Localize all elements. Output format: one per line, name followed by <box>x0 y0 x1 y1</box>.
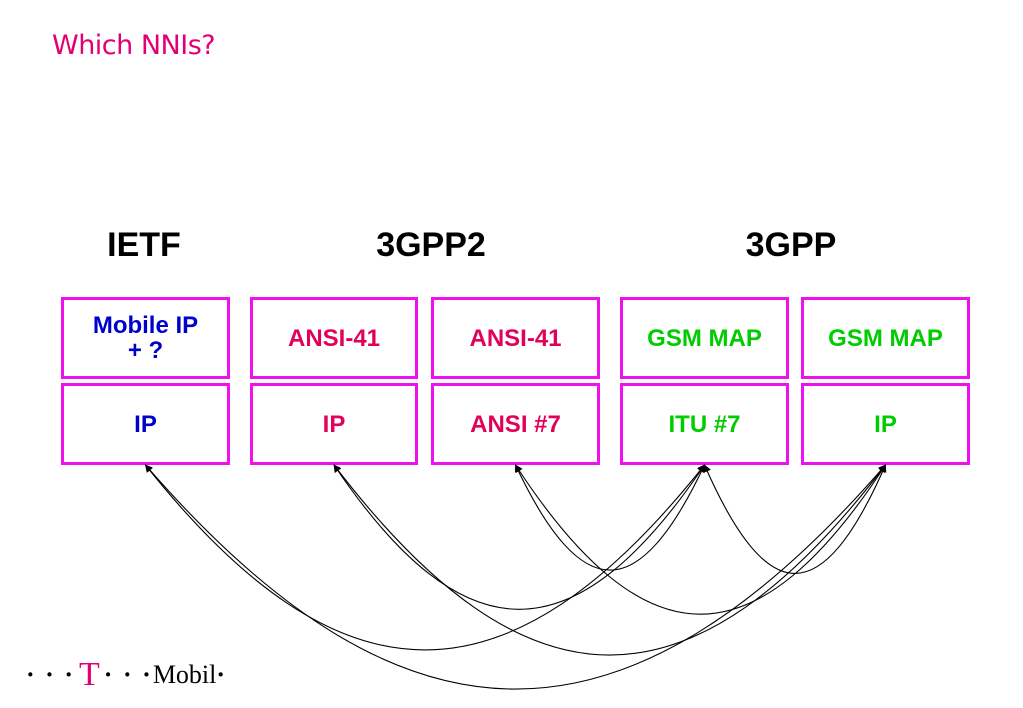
protocol-box-label: Mobile IP + ? <box>92 312 199 364</box>
transport-box-label: IP <box>322 410 346 438</box>
protocol-box-label: ANSI-41 <box>469 324 562 352</box>
group-label-3gpp: 3GPP <box>745 226 837 264</box>
connection-arrow <box>515 464 886 615</box>
transport-box-ip-3gpp2: IP <box>250 383 418 465</box>
connection-arrow <box>703 464 887 574</box>
connection-arrow <box>514 464 706 571</box>
protocol-box-ansi41-a: ANSI-41 <box>250 297 418 379</box>
transport-box-label: IP <box>874 410 897 438</box>
connection-arrow <box>144 464 887 690</box>
transport-box-itu7: ITU #7 <box>620 383 789 465</box>
transport-box-label: ANSI #7 <box>470 410 561 438</box>
logo-dot-end: · <box>216 660 228 689</box>
slide-title: Which NNIs? <box>52 30 216 61</box>
transport-box-ip-ietf: IP <box>61 383 230 465</box>
group-label-ietf: IETF <box>107 226 181 264</box>
protocol-box-gsm-map-a: GSM MAP <box>620 297 789 379</box>
transport-box-ip-3gpp: IP <box>801 383 970 465</box>
group-label-3gpp2: 3GPP2 <box>376 226 486 264</box>
connection-arrow <box>333 464 886 656</box>
protocol-box-ansi41-b: ANSI-41 <box>431 297 600 379</box>
logo-dots-mid: · · · <box>103 660 153 689</box>
connection-arrow <box>333 464 705 610</box>
protocol-box-label: GSM MAP <box>828 324 943 352</box>
connection-arrow <box>145 464 705 651</box>
protocol-box-mobile-ip: Mobile IP + ? <box>61 297 230 379</box>
logo-wordmark: Mobil <box>152 660 217 689</box>
transport-box-label: ITU #7 <box>668 410 741 438</box>
logo-t-letter: T <box>79 656 100 693</box>
transport-box-label: IP <box>134 410 157 438</box>
transport-box-ansi7: ANSI #7 <box>431 383 600 465</box>
protocol-box-label: GSM MAP <box>647 324 762 352</box>
t-mobile-logo: · · · T · · · Mobil · <box>26 655 227 695</box>
protocol-box-label: ANSI-41 <box>287 324 381 352</box>
protocol-box-gsm-map-b: GSM MAP <box>801 297 970 379</box>
logo-dots-left: · · · <box>26 660 76 689</box>
